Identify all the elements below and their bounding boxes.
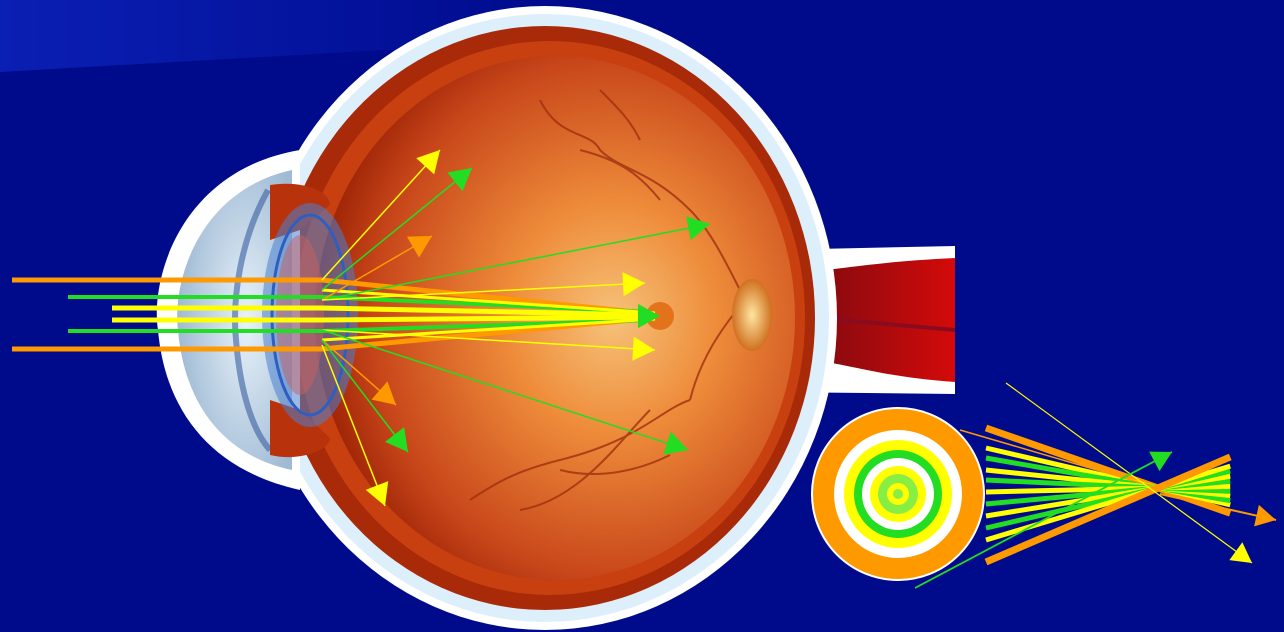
converging-ray-yellow-2	[322, 317, 655, 320]
inset-yellow-arrow-arrowhead-icon	[1229, 542, 1252, 563]
lens	[262, 203, 358, 427]
optic-disc	[732, 279, 772, 351]
aberration-target	[812, 408, 984, 580]
inset-orange-arrow-arrowhead-icon	[1254, 505, 1276, 526]
